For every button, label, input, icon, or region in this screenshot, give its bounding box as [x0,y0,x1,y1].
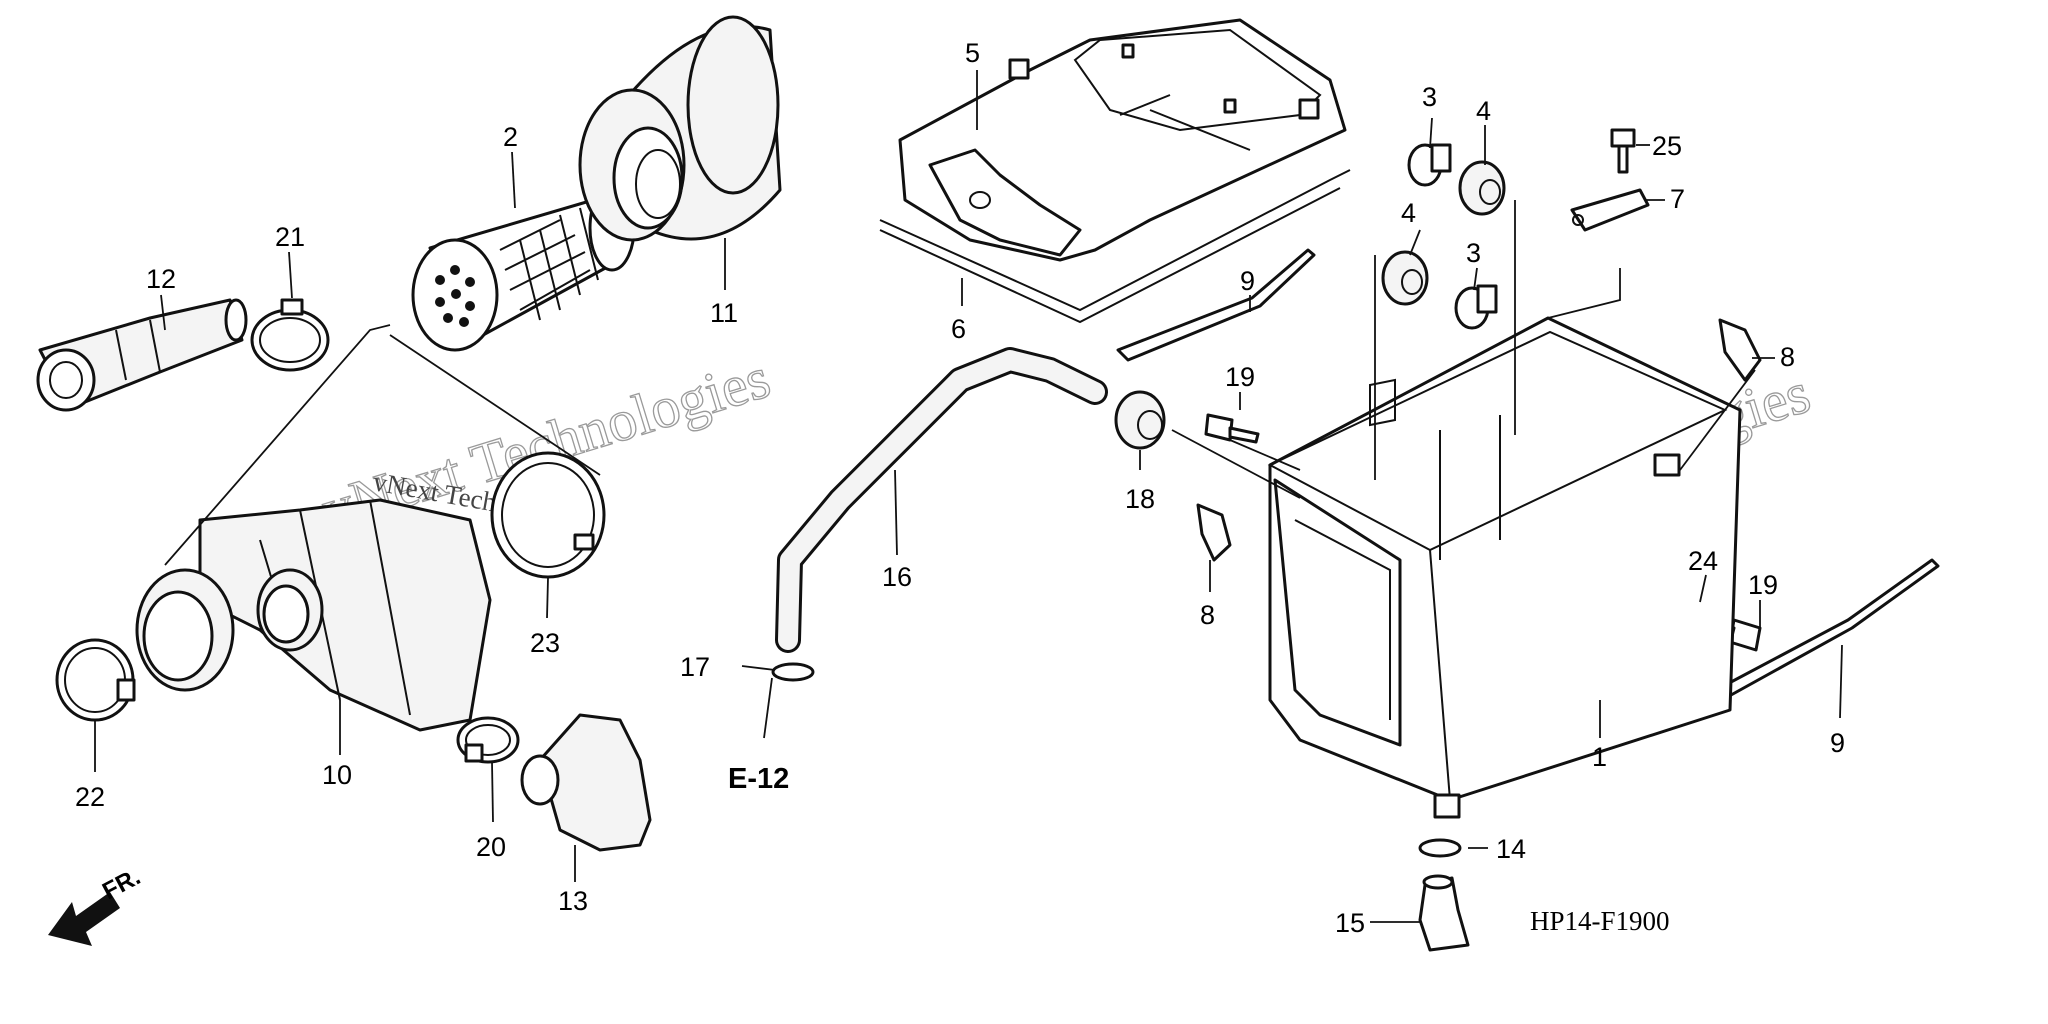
part-13-intake-duct [520,713,652,852]
callout-8-right: 8 [1780,342,1795,372]
callout-2: 2 [503,122,518,152]
part-11-foam-element [578,15,782,242]
callout-3-lower: 3 [1466,238,1481,268]
callout-5: 5 [965,38,980,68]
part-19-bolt-upper [1204,413,1260,444]
part-9-wire-clip-upper [1116,248,1316,362]
part-8-clip-right [1718,318,1762,382]
part-10-connecting-tube [135,498,492,732]
part-3-collar-lower [1454,284,1498,330]
part-4-grommet-lower [1381,250,1429,306]
callout-21: 21 [275,222,305,252]
reference-label: E-12 [728,763,789,795]
direction-arrow-icon [48,892,120,946]
part-16-drain-tube [775,347,1108,653]
part-21-hose-clamp [250,298,330,372]
callout-1: 1 [1592,742,1607,772]
leader-lines [94,70,1843,923]
part-20-hose-clamp [456,716,520,764]
callout-13: 13 [558,886,588,916]
front-direction-indicator: FR. [48,863,145,946]
diagram-code: HP14-F1900 [1530,906,1670,936]
part-3-collar-upper [1407,143,1452,187]
part-17-tube-clip [771,662,815,682]
callout-19-upper: 19 [1225,362,1255,392]
callout-14: 14 [1496,834,1526,864]
callout-numbers: 5 2 21 12 11 6 9 3 4 4 3 25 7 8 19 18 16… [75,38,1845,938]
callout-17: 17 [680,652,710,682]
callout-9-lower: 9 [1830,728,1845,758]
callout-6: 6 [951,314,966,344]
part-25-bolt [1610,128,1636,174]
part-12-inlet-tube [36,298,248,412]
callout-15: 15 [1335,908,1365,938]
callout-24: 24 [1688,546,1718,576]
part-7-bracket [1570,188,1650,232]
callout-19-lower: 19 [1748,570,1778,600]
part-15-drain-plug [1418,874,1470,952]
part-5-air-cleaner-cover [898,18,1347,262]
callout-3-upper: 3 [1422,82,1437,112]
callout-25: 25 [1652,131,1682,161]
callout-7: 7 [1670,184,1685,214]
callout-23: 23 [530,628,560,658]
part-14-clip [1418,838,1462,858]
part-4-grommet-upper [1458,160,1506,216]
callout-9-upper: 9 [1240,266,1255,296]
part-22-hose-clamp [55,638,136,722]
callout-22: 22 [75,782,105,812]
callout-8-lower: 8 [1200,600,1215,630]
callout-12: 12 [146,264,176,294]
part-23-band-clamp [490,451,606,579]
callout-20: 20 [476,832,506,862]
part-8-clip-lower [1196,503,1232,562]
callout-4-lower: 4 [1401,198,1416,228]
callout-18: 18 [1125,484,1155,514]
part-6-cover-gasket [879,169,1351,324]
part-1-air-cleaner-case [1267,316,1742,819]
callout-10: 10 [322,760,352,790]
part-18-grommet [1114,390,1166,450]
callout-16: 16 [882,562,912,592]
callout-4-upper: 4 [1476,96,1491,126]
callout-11: 11 [710,298,738,328]
